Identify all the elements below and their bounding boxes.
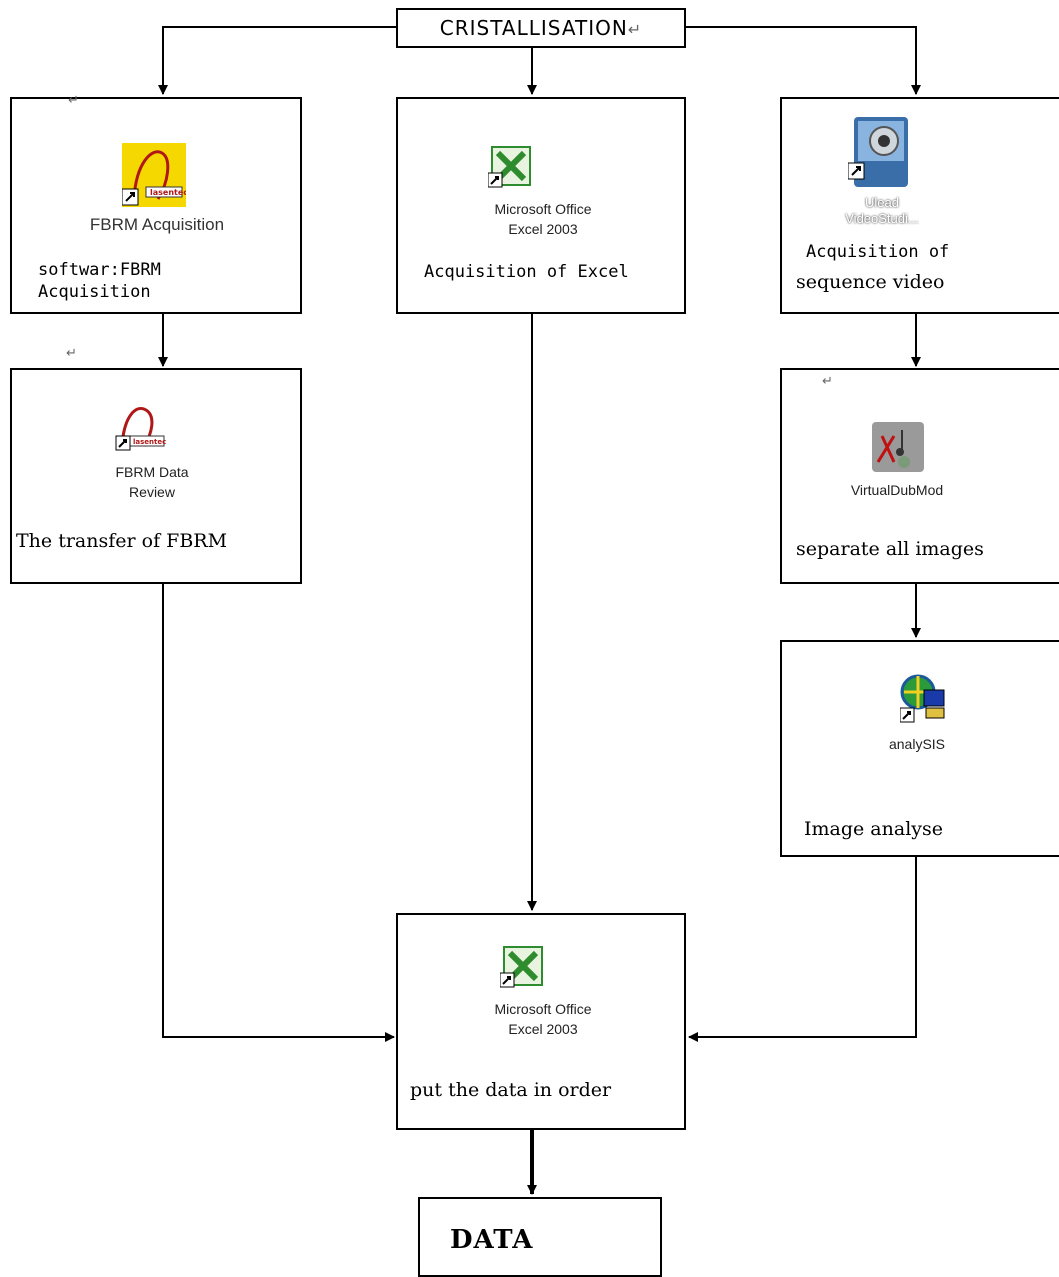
node-label-line-2: Acquisition: [38, 282, 151, 302]
connector-analysis-to-order: [688, 856, 917, 1042]
connector-root-to-fbrm: [158, 26, 396, 95]
node-fbrm-acquisition: ↵ lasentec FBRM Acquisition softwar:FBRM…: [10, 93, 302, 314]
node-label-line-2: sequence video: [796, 271, 945, 293]
connector-root-to-video: [686, 26, 921, 95]
ulead-videostudio-icon: [847, 117, 910, 191]
node-label: DATA: [450, 1225, 534, 1255]
icon-caption-line-2: Excel 2003: [508, 221, 578, 237]
return-mark: ↵: [627, 20, 643, 39]
microsoft-excel-icon: [487, 145, 534, 193]
icon-caption-line-2: Excel 2003: [508, 1021, 578, 1037]
icon-caption-line-1: Ulead: [865, 195, 899, 210]
fbrm-data-review-icon: lasentec: [114, 402, 166, 456]
node-excel-order: Microsoft Office Excel 2003 put the data…: [396, 913, 686, 1130]
node-video-acquisition: Ulead VideoStudi... Acquisition of seque…: [780, 97, 1059, 314]
icon-caption-line-1: FBRM Data: [115, 464, 189, 480]
connector-review-to-order: [162, 583, 395, 1042]
analysis-icon: [899, 672, 946, 728]
root-node-cristallisation: CRISTALLISATION↵: [396, 8, 686, 48]
icon-caption-line-1: Microsoft Office: [494, 1001, 592, 1017]
icon-caption: FBRM Acquisition: [89, 215, 225, 234]
virtualdubmod-icon: [872, 422, 924, 476]
icon-caption-line-2: Review: [129, 484, 175, 500]
node-label-line-1: Acquisition of: [806, 242, 950, 262]
node-data: DATA: [418, 1197, 662, 1277]
icon-caption-line-1: Microsoft Office: [494, 201, 592, 217]
node-fbrm-data-review: ↵ lasentec FBRM Data Review The transfer…: [10, 346, 302, 584]
return-mark: ↵: [822, 374, 833, 389]
node-virtualdubmod: ↵ VirtualDubMod separate all images: [780, 368, 1059, 584]
icon-caption: VirtualDubMod: [850, 482, 944, 498]
node-label: separate all images: [796, 538, 984, 560]
node-excel-acquisition: Microsoft Office Excel 2003 Acquisition …: [396, 97, 686, 314]
fbrm-acquisition-icon: lasentec: [121, 143, 188, 211]
return-mark: ↵: [68, 93, 79, 108]
node-label: Image analyse: [804, 818, 943, 840]
node-analysis: analySIS Image analyse: [780, 640, 1059, 857]
node-label-line-1: softwar:FBRM: [38, 260, 161, 280]
svg-text:lasentec: lasentec: [150, 188, 186, 197]
node-label: The transfer of FBRM: [16, 530, 228, 552]
node-label: Acquisition of Excel: [424, 262, 629, 282]
svg-text:lasentec: lasentec: [133, 438, 166, 446]
microsoft-excel-icon: [499, 945, 546, 993]
root-label: CRISTALLISATION: [439, 16, 628, 40]
return-mark: ↵: [66, 346, 77, 361]
node-label: put the data in order: [410, 1079, 612, 1101]
icon-caption: analySIS: [888, 736, 946, 752]
icon-caption-line-2: VideoStudi...: [845, 211, 919, 226]
